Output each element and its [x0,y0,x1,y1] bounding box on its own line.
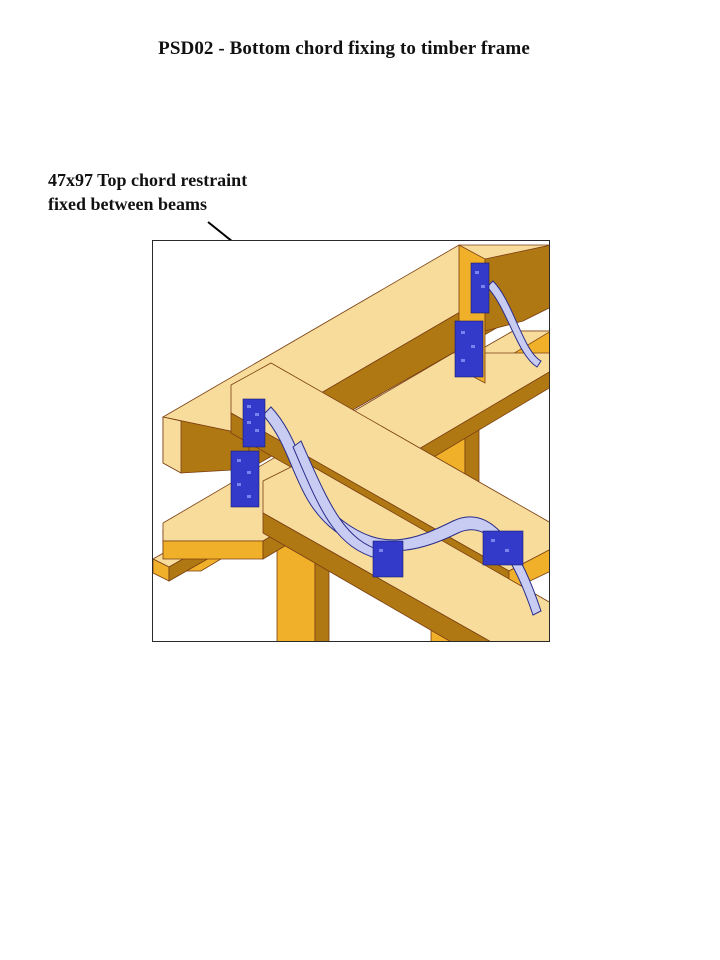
page-title: PSD02 - Bottom chord fixing to timber fr… [158,38,530,59]
timber-frame-drawing [152,240,550,642]
nail-plate-back-upper [470,262,490,314]
nail-plate-back-lower [454,320,484,378]
callout-line-2: fixed between beams [48,194,207,214]
nail-plate-front-upper [242,398,266,448]
isometric-frame [153,244,549,641]
nail-plate-strap-right [482,530,524,566]
nail-plate-front-lower [230,450,260,508]
nail-holes [237,271,509,552]
callout-line-1: 47x97 Top chord restraint [48,170,248,190]
nail-plates [230,262,524,578]
nail-plate-strap-mid [372,540,404,578]
hurricane-strap [262,280,542,616]
callout-label: 47x97 Top chord restraint fixed between … [48,168,247,216]
